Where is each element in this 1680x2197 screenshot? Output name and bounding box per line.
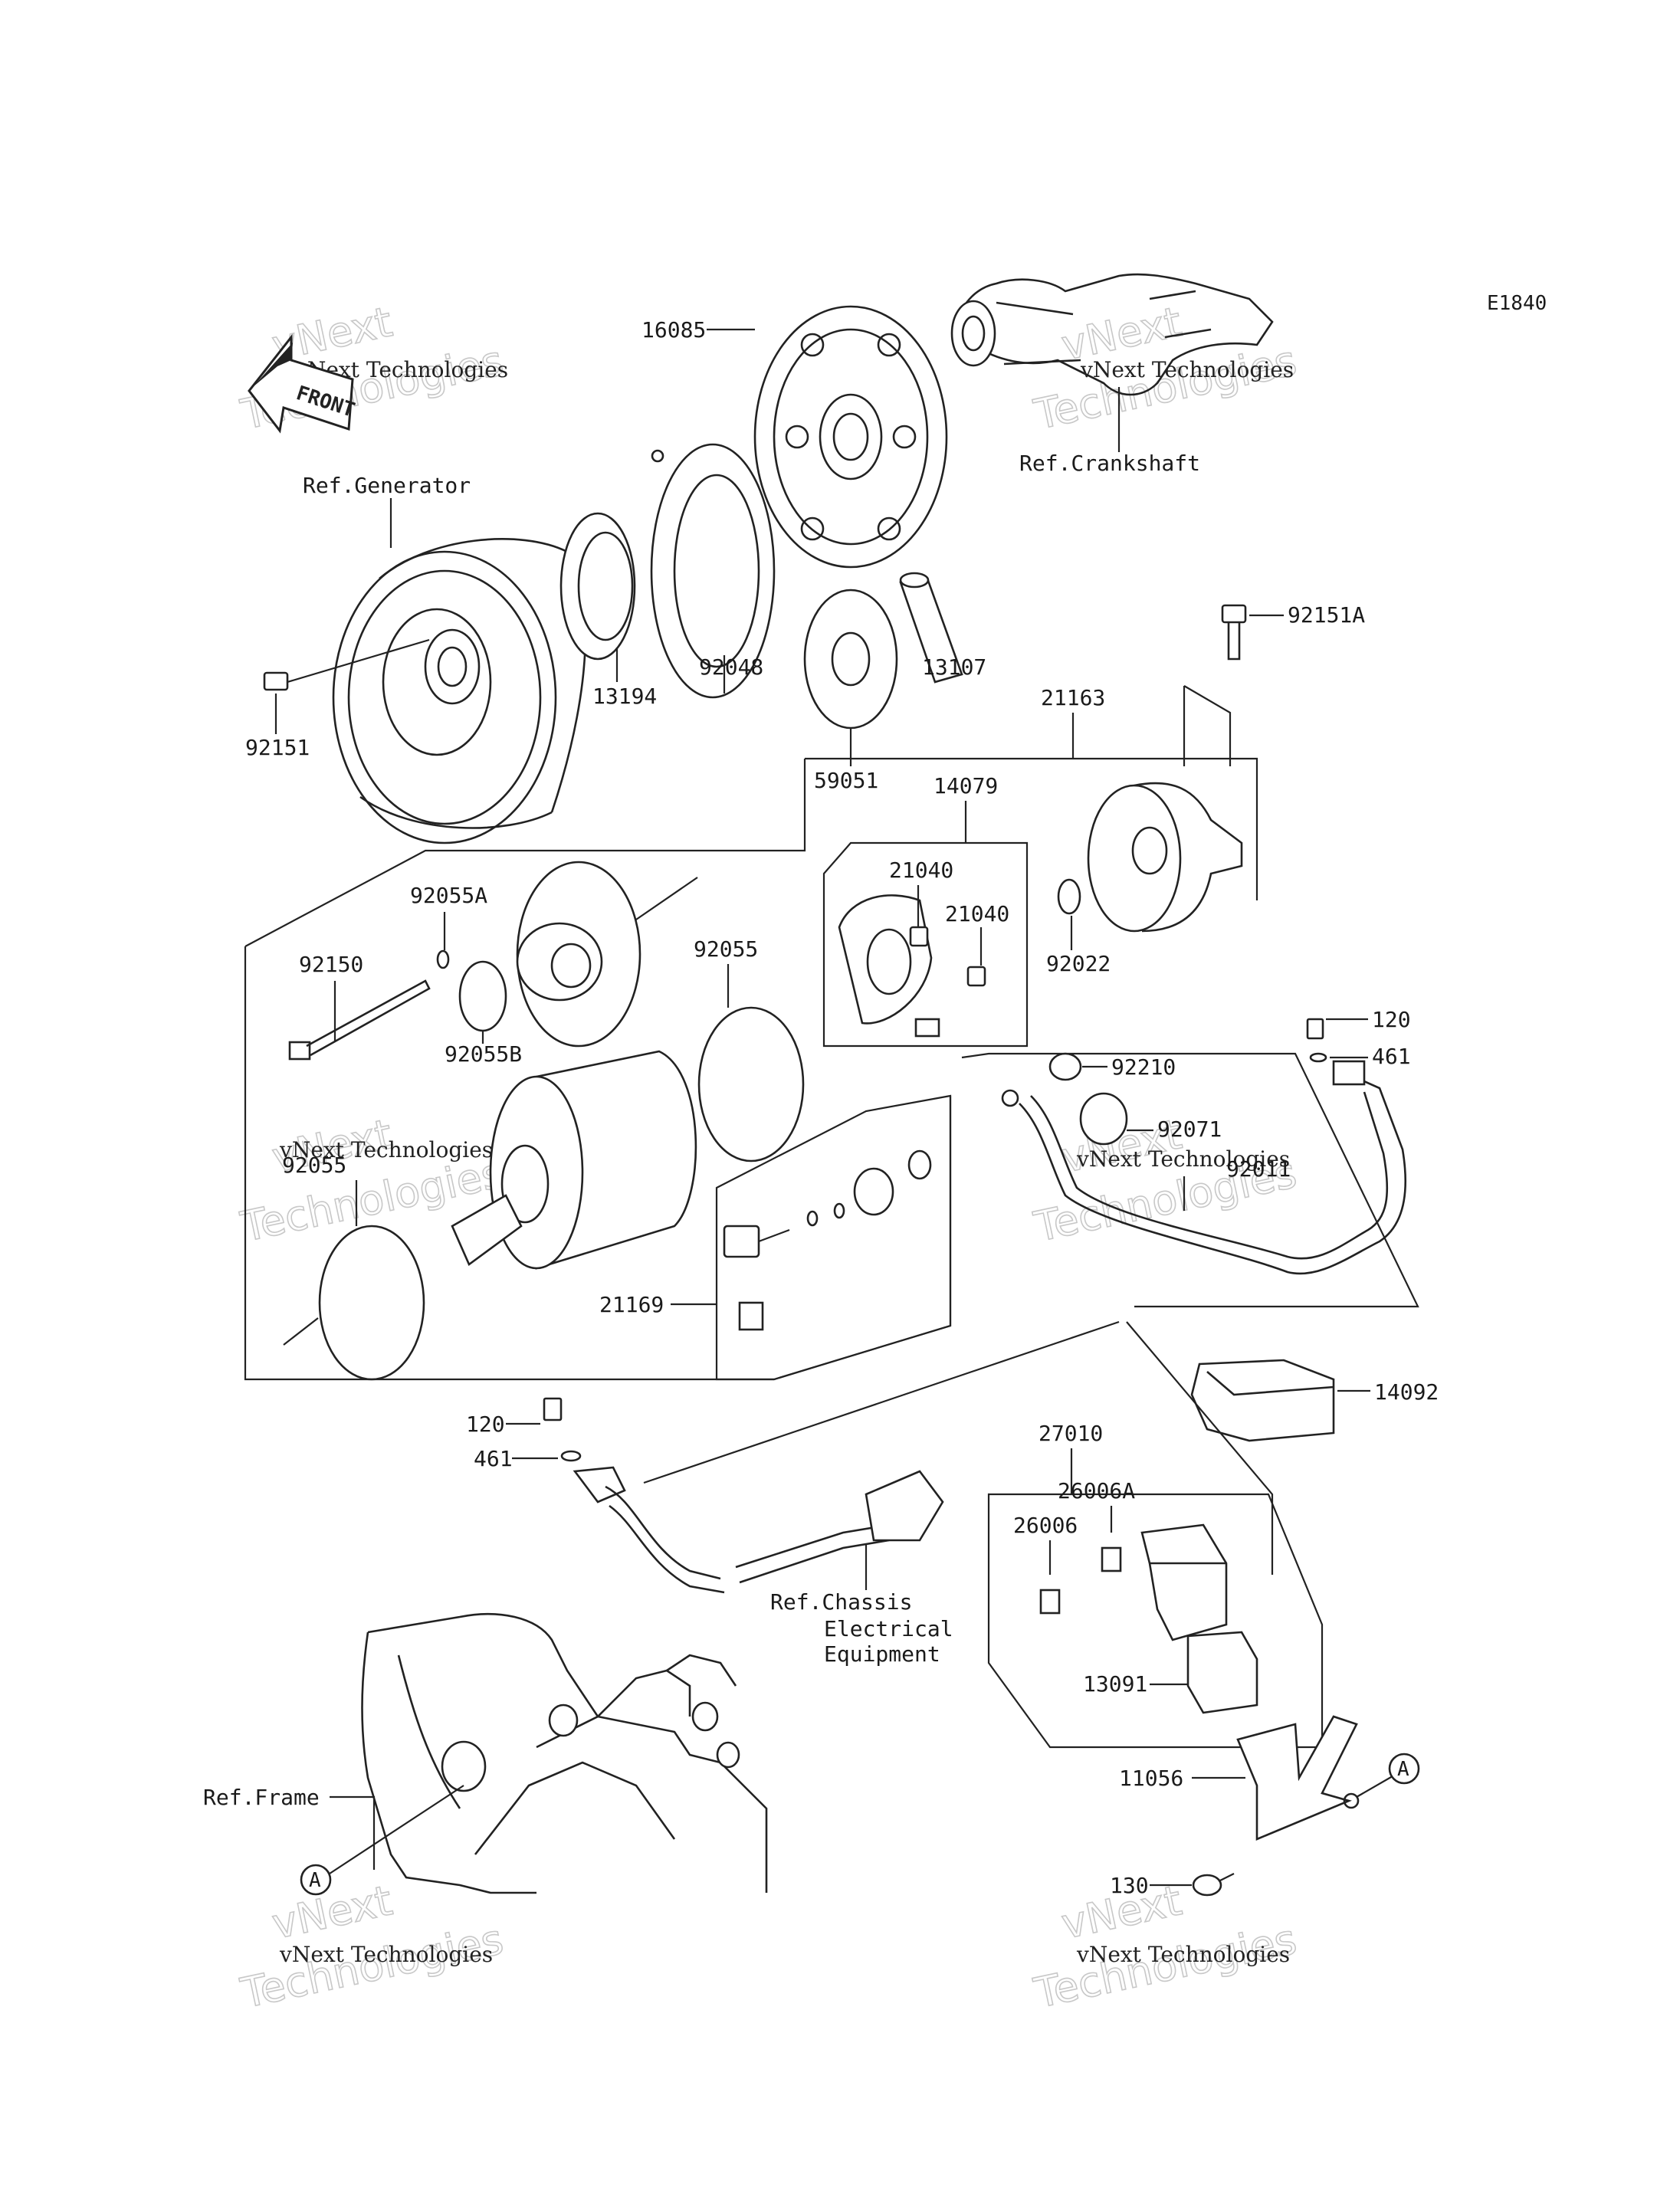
reference-marker-letter: A [1397,1758,1409,1781]
starter-end-cover-drawing [1087,782,1243,933]
o-ring-icon [458,960,507,1032]
ground-cable-drawing [573,1466,944,1594]
part-label[interactable]: 461 [474,1446,513,1471]
part-label[interactable]: 92151A [1288,602,1365,628]
bolt-icon [1306,1018,1324,1040]
part-label[interactable]: 92210 [1111,1054,1176,1080]
part-label[interactable]: 26006A [1058,1478,1135,1503]
part-label[interactable]: 130 [1110,1873,1149,1898]
part-label[interactable]: 59051 [814,768,878,793]
part-label[interactable]: 21169 [599,1292,664,1317]
reference-marker-a [1388,1753,1420,1785]
front-arrow-icon: FRONT [248,333,358,434]
diagram-code: E1840 [1487,292,1547,315]
part-label[interactable]: 27010 [1039,1421,1103,1446]
bolt-icon [1192,1873,1235,1897]
watermark-text: vNext Technologies [279,1137,493,1162]
part-label[interactable]: 92055A [410,883,487,908]
watermark-top-right: vNext Technologies vNext Technologies [1029,297,1301,439]
washer-icon [1309,1052,1327,1063]
part-label[interactable]: 13107 [922,654,986,680]
part-label[interactable]: 26006 [1013,1513,1078,1538]
part-label[interactable]: 461 [1372,1044,1411,1069]
part-label[interactable]: 120 [466,1412,505,1437]
part-label[interactable]: 14079 [934,773,998,798]
part-label[interactable]: 120 [1372,1007,1411,1032]
o-ring-icon [318,1225,425,1381]
terminal-cap-icon [1079,1092,1128,1146]
washer-icon [560,1450,582,1462]
watermark-mid-left: vNext Technologies vNext Technologies [236,1109,508,1251]
part-label[interactable]: 11056 [1119,1766,1183,1791]
part-label[interactable]: 92022 [1046,951,1111,976]
bolt-icon [543,1397,563,1421]
washer-icon [1057,878,1081,915]
part-label[interactable]: 13194 [592,684,657,709]
brush-icon [909,926,929,947]
generator-rotor-drawing [332,538,587,844]
part-label[interactable]: 21040 [945,901,1009,926]
frame-drawing [361,1612,768,1894]
watermark-text: vNext Technologies [1076,1146,1290,1172]
o-ring-icon [697,1006,805,1162]
starter-cable-drawing [1001,1060,1407,1275]
watermark-logo-text: vNext [268,1876,396,1948]
watermark-text: vNext Technologies [1080,357,1294,382]
watermark-text: vNext Technologies [1076,1942,1290,1967]
ref-chassis-label: Equipment [824,1641,940,1667]
relay-holder-drawing [1186,1631,1258,1714]
crankshaft-drawing [950,273,1274,396]
watermark-bottom-right: vNext Technologies vNext Technologies [1029,1875,1301,2018]
one-way-clutch-drawing [559,512,636,661]
bolt-icon [1221,604,1247,661]
part-label[interactable]: 92011 [1226,1156,1291,1182]
part-label[interactable]: 21163 [1041,685,1105,710]
ref-crankshaft-label: Ref.Crankshaft [1019,451,1200,476]
ref-frame-label: Ref.Frame [203,1785,320,1810]
idle-gear-shaft-drawing [899,572,963,684]
watermark-bottom-left: vNext Technologies vNext Technologies [236,1875,508,2018]
starter-relay-drawing [1140,1523,1228,1641]
fuse-icon [1039,1589,1061,1615]
part-label[interactable]: 92048 [699,654,763,680]
nut-icon [1048,1052,1082,1081]
part-label[interactable]: 16085 [641,317,706,343]
part-label[interactable]: 92055 [282,1153,346,1178]
ref-chassis-label: Electrical [824,1616,953,1641]
o-ring-icon [436,949,450,969]
relay-bracket-drawing [1236,1715,1360,1841]
starter-reduction-gear-drawing [803,589,898,730]
part-label[interactable]: 13091 [1083,1671,1147,1697]
ref-generator-label: Ref.Generator [303,473,471,498]
starter-clutch-ring-drawing [650,443,776,699]
starter-idle-gear-drawing [753,305,948,569]
part-label[interactable]: 92151 [245,735,310,760]
long-bolt-icon [288,979,431,1061]
relay-cover-drawing [1190,1359,1335,1442]
part-label[interactable]: 14092 [1374,1379,1439,1405]
part-label[interactable]: 92055 [694,936,758,962]
brush-plate-drawing [838,894,940,1038]
brush-icon [966,966,986,987]
part-label[interactable]: 92055B [445,1041,522,1067]
fuse-icon [1101,1546,1122,1572]
reference-marker-a [300,1864,332,1896]
part-label[interactable]: 92150 [299,952,363,977]
starter-front-cover-drawing [516,861,698,1048]
watermark-text: vNext Technologies [279,1942,493,1967]
terminal-bolt-drawing [723,1149,932,1331]
bolt-icon [263,638,430,691]
ref-chassis-label: Ref.Chassis [770,1589,912,1615]
starter-motor-body-drawing [451,1050,697,1270]
part-label[interactable]: 92071 [1157,1117,1222,1142]
part-label[interactable]: 21040 [889,857,953,883]
reference-marker-letter: A [309,1869,321,1892]
